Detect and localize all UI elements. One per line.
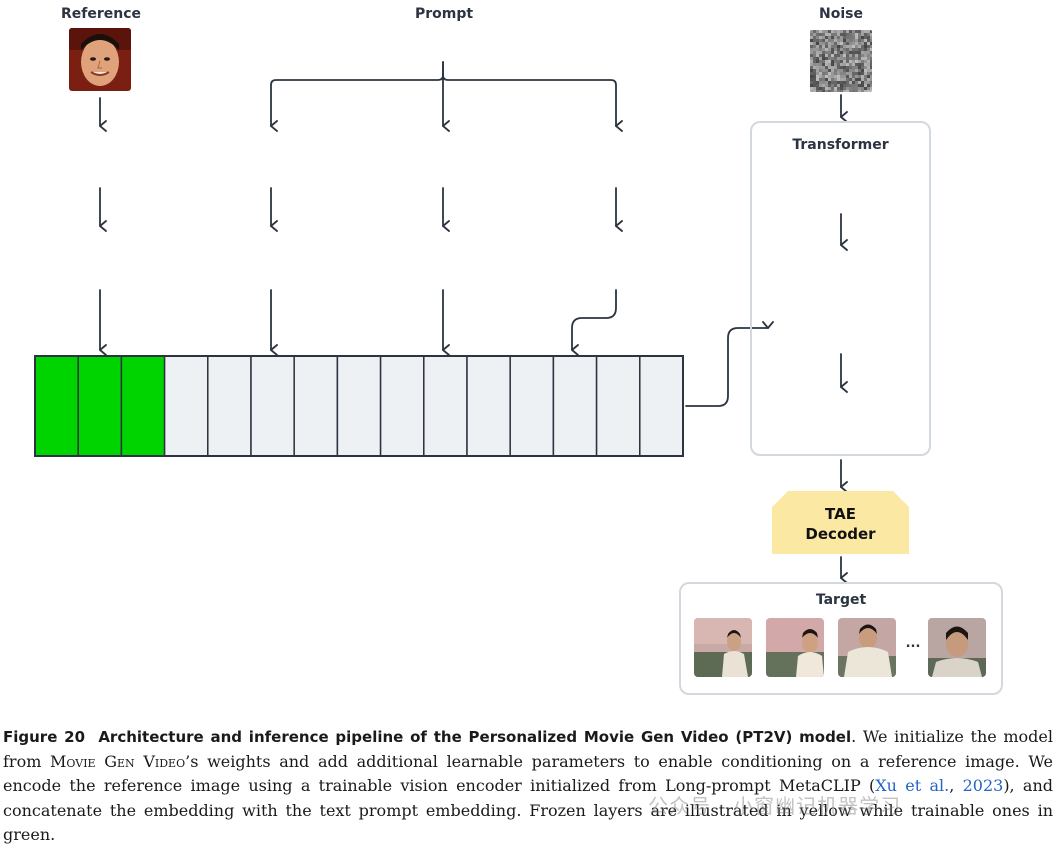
caption-text-3: , <box>949 776 963 795</box>
tae-decoder-block: TAE Decoder <box>772 491 909 554</box>
figure-label: Figure 20 <box>3 728 86 746</box>
reference-image <box>69 28 131 91</box>
tae-label-line1: TAE <box>825 505 856 523</box>
transformer-block: Transformer <box>750 121 931 456</box>
embedding-cell-frozen <box>639 355 684 457</box>
target-label: Target <box>815 592 867 608</box>
embedding-cell-frozen <box>466 355 511 457</box>
watermark-text: 公众号 · 小窗幽记机器学习 <box>648 794 902 818</box>
caption-text-2: ’s weights and add additional learnable … <box>3 751 1054 796</box>
tae-label-line2: Decoder <box>805 525 876 543</box>
embedding-cell-frozen <box>293 355 339 457</box>
embedding-cell-frozen <box>423 355 468 457</box>
citation-year-link[interactable]: 2023 <box>962 776 1004 795</box>
figure-caption: Figure 20 Architecture and inference pip… <box>3 725 1053 848</box>
embedding-cell-frozen <box>595 355 641 457</box>
target-frame-3 <box>838 618 896 677</box>
figure-title: Architecture and inference pipeline of t… <box>98 728 852 746</box>
embedding-strip-outline <box>34 355 684 457</box>
embedding-cell-frozen <box>163 355 209 457</box>
embedding-cell-trainable <box>120 355 166 457</box>
target-frame-2 <box>766 618 824 677</box>
embedding-cell-trainable <box>34 355 79 457</box>
noise-image <box>810 30 872 92</box>
caption-text-1: . We initialize the model from <box>3 727 1053 771</box>
embedding-to-transformer-arrow <box>685 321 774 407</box>
embedding-cell-frozen <box>379 355 425 457</box>
target-block: Target ... <box>679 582 1003 695</box>
diagram-canvas <box>34 61 848 584</box>
frames-ellipsis: ... <box>905 636 921 651</box>
noise-label: Noise <box>819 6 863 22</box>
target-frame-4 <box>928 618 986 677</box>
citation-author-link[interactable]: Xu et al. <box>875 776 950 795</box>
embedding-strip <box>34 355 684 457</box>
prompt-brace <box>270 61 444 132</box>
embedding-cell-frozen <box>552 355 598 457</box>
prompt-arrow-c3 <box>571 289 617 356</box>
prompt-label: Prompt <box>414 6 474 22</box>
embedding-cell-frozen <box>250 355 295 457</box>
caption-model-name: Movie Gen Video <box>50 751 186 771</box>
transformer-label: Transformer <box>792 137 889 153</box>
prompt-brace-right <box>442 74 623 132</box>
embedding-cell-frozen <box>336 355 382 457</box>
embedding-cell-frozen <box>509 355 555 457</box>
embedding-cell-frozen <box>207 355 252 457</box>
reference-label: Reference <box>60 6 142 22</box>
caption-text-4: ), and concatenate the embedding with th… <box>3 776 1054 844</box>
target-frame-1 <box>694 618 752 677</box>
embedding-cell-trainable <box>77 355 123 457</box>
